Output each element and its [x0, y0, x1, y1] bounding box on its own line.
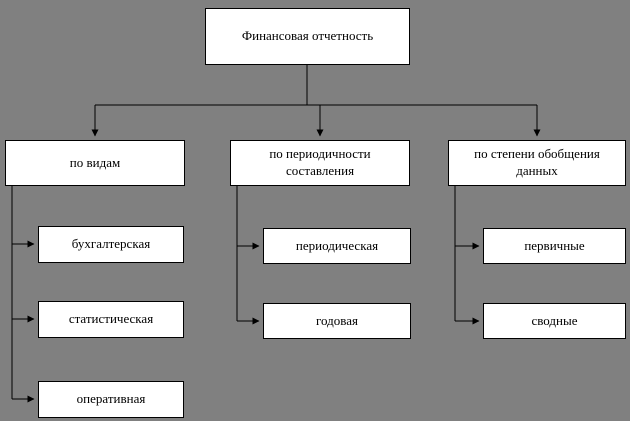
root-node-financial-reporting: Финансовая отчетность — [205, 8, 410, 65]
leaf-node-operational: оперативная — [38, 381, 184, 418]
leaf-node-label: оперативная — [76, 391, 146, 407]
branch-node-label: по периодичности составления — [269, 146, 371, 178]
branch-node-label: по степени обобщения данных — [474, 146, 600, 178]
leaf-node-label: статистическая — [68, 311, 154, 327]
leaf-node-label: первичные — [524, 237, 585, 253]
leaf-node-annual: годовая — [263, 303, 411, 339]
branch-node-by-generalization: по степени обобщения данных — [448, 140, 626, 186]
leaf-node-label: сводные — [531, 312, 578, 328]
leaf-node-periodic: периодическая — [263, 228, 411, 264]
leaf-node-statistical: статистическая — [38, 301, 184, 338]
leaf-node-label: периодическая — [295, 237, 379, 253]
leaf-node-accounting: бухгалтерская — [38, 226, 184, 263]
branch-node-by-types: по видам — [5, 140, 185, 186]
branch-node-label: по видам — [69, 154, 121, 170]
leaf-node-label: годовая — [316, 312, 358, 328]
leaf-node-primary: первичные — [483, 228, 626, 264]
leaf-node-label: бухгалтерская — [71, 236, 151, 252]
root-node-label: Финансовая отчетность — [241, 28, 374, 44]
branch-node-by-periodicity: по периодичности составления — [230, 140, 410, 186]
leaf-node-consolidated: сводные — [483, 303, 626, 339]
